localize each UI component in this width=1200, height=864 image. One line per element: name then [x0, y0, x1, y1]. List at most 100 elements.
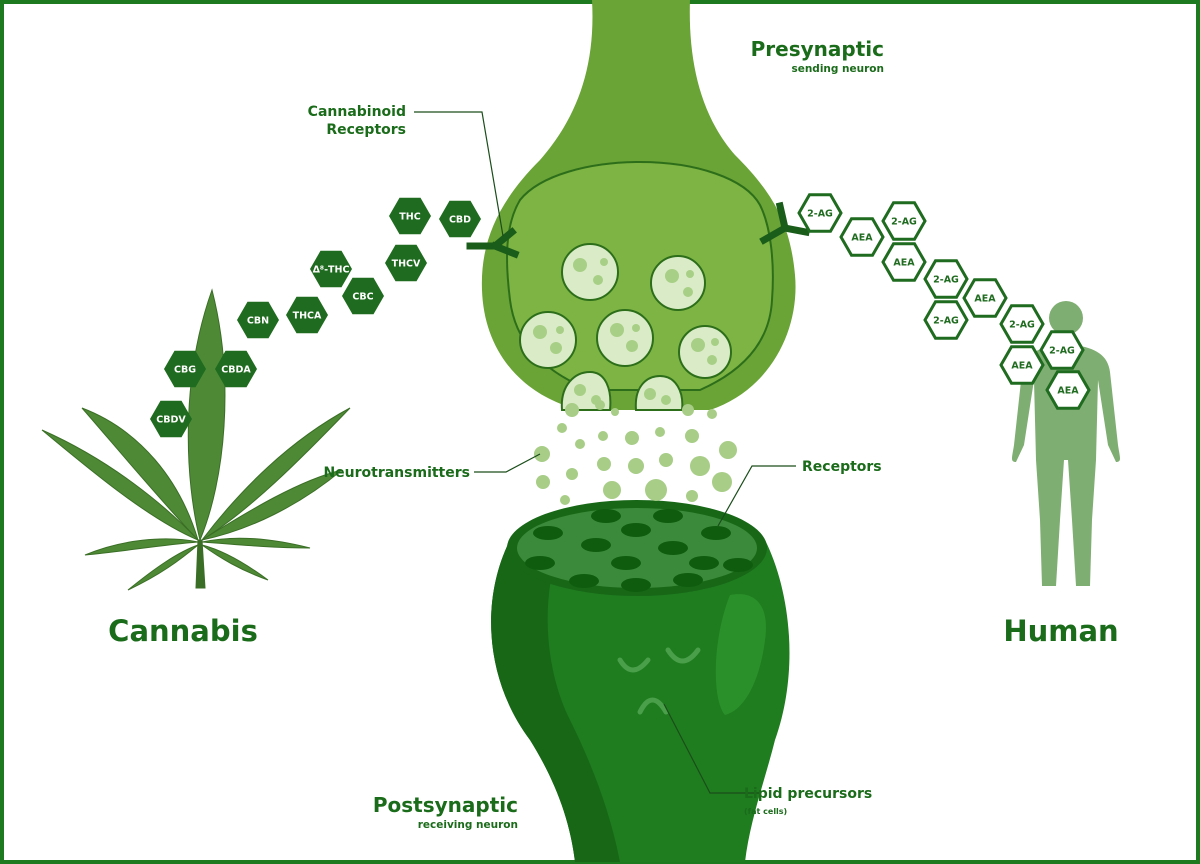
human-silhouette	[1012, 301, 1120, 586]
receptors-label: Receptors	[802, 459, 882, 475]
hex-label: AEA	[851, 233, 873, 244]
leaflet	[201, 407, 351, 541]
hex-cbdv: CBDV	[150, 400, 192, 438]
neurotransmitter-dot	[597, 457, 611, 471]
neurotransmitter-dot	[655, 427, 665, 437]
hex-shape	[286, 296, 328, 334]
hex-label: AEA	[893, 258, 915, 269]
lipid-precursors	[617, 647, 701, 715]
hex-shape	[385, 244, 427, 282]
postsynaptic-highlight	[715, 594, 766, 715]
receptor-disc	[581, 538, 611, 552]
human-title: Human	[1003, 614, 1118, 648]
receptor-disc	[723, 558, 753, 572]
lipid-arc	[637, 697, 669, 715]
hex-label: THCA	[293, 311, 322, 322]
hex-shape	[881, 201, 927, 241]
leaflet	[81, 407, 199, 541]
hex-shape	[797, 193, 843, 233]
leaflet	[127, 544, 199, 591]
postsynaptic-subtitle: receiving neuron	[418, 819, 518, 831]
hex-shape	[962, 278, 1008, 318]
leaflet	[201, 544, 269, 581]
hex-2ag-4: 2-AG	[923, 300, 969, 340]
hex-2ag-3: 2-AG	[923, 259, 969, 299]
neurotransmitter-dot	[682, 404, 694, 416]
vesicle	[561, 243, 619, 301]
neurotransmitter-dot	[566, 468, 578, 480]
hex-label: 2-AG	[933, 275, 959, 286]
receptor-disc	[658, 541, 688, 555]
cannabinoid-receptors-label-line1: Cannabinoid	[308, 104, 406, 120]
vesicle	[678, 325, 732, 379]
hex-label: THCV	[392, 259, 421, 270]
hex-cbn: CBN	[237, 301, 279, 339]
receptor-disc	[569, 574, 599, 588]
hex-cbg: CBG	[164, 350, 206, 388]
cannabinoid-receptor-left	[466, 227, 520, 259]
cannabinoid-receptors-label-line2: Receptors	[326, 122, 406, 138]
hex-shape	[439, 200, 481, 238]
neurotransmitter-dot	[690, 456, 710, 476]
hex-label: CBC	[352, 292, 373, 303]
hex-label: THC	[399, 212, 420, 223]
leaflet	[201, 537, 311, 549]
hex-thcv: THCV	[385, 244, 427, 282]
hex-shape	[999, 345, 1045, 385]
hex-label: 2-AG	[807, 209, 833, 220]
hex-label: 2-AG	[1049, 346, 1075, 357]
hex-shape	[215, 350, 257, 388]
neurotransmitter-dot	[575, 439, 585, 449]
neurotransmitters-leader	[474, 453, 541, 473]
hex-shape	[839, 217, 885, 257]
neurotransmitter-dot	[719, 441, 737, 459]
hex-shape	[1045, 370, 1091, 410]
neurotransmitter-dot	[611, 408, 619, 416]
receptors-leader	[717, 465, 796, 527]
neurotransmitter-dot	[598, 431, 608, 441]
labels: Presynaptic sending neuron Postsynaptic …	[108, 37, 1119, 831]
hex-aea-4: AEA	[999, 345, 1045, 385]
receptor-disc	[533, 526, 563, 540]
neurotransmitter-dot	[560, 495, 570, 505]
hex-shape	[310, 250, 352, 288]
neurotransmitter-dot	[565, 403, 579, 417]
hex-delta8-thc: Δ⁸-THC	[310, 250, 352, 288]
hex-thca: THCA	[286, 296, 328, 334]
neurotransmitter-dot	[712, 472, 732, 492]
hex-shape	[923, 259, 969, 299]
leaflet	[41, 429, 199, 541]
hex-shape	[881, 242, 927, 282]
hex-label: 2-AG	[891, 217, 917, 228]
hex-label: CBN	[247, 316, 269, 327]
leader-lines	[414, 111, 796, 794]
vesicle-fusing	[634, 374, 684, 411]
human-body	[1012, 335, 1120, 586]
human-head	[1049, 301, 1083, 335]
receptor-disc	[653, 509, 683, 523]
neurotransmitter-dot	[536, 475, 550, 489]
hex-cbd: CBD	[439, 200, 481, 238]
hex-label: CBG	[174, 365, 196, 376]
presynaptic-subtitle: sending neuron	[791, 63, 884, 75]
receptor-disc	[591, 509, 621, 523]
receptor-disc	[689, 556, 719, 570]
cannabis-title: Cannabis	[108, 614, 258, 648]
hex-label: Δ⁸-THC	[313, 265, 350, 276]
vesicle	[519, 311, 577, 369]
hex-label: AEA	[1057, 386, 1079, 397]
postsynaptic-shade	[491, 540, 620, 862]
leaflet	[187, 288, 226, 542]
vesicle	[650, 255, 706, 311]
cannabinoid-receptors-leader	[414, 111, 504, 237]
hex-aea-2: AEA	[881, 242, 927, 282]
neurotransmitter-dot	[659, 453, 673, 467]
leaf-stem	[195, 539, 206, 589]
lipid-precursors-leader	[663, 703, 760, 794]
neurotransmitter-dot	[534, 446, 550, 462]
neurotransmitter-dot	[603, 481, 621, 499]
leaflet	[84, 538, 199, 556]
receptor-disc	[673, 573, 703, 587]
hex-shape	[1039, 330, 1085, 370]
